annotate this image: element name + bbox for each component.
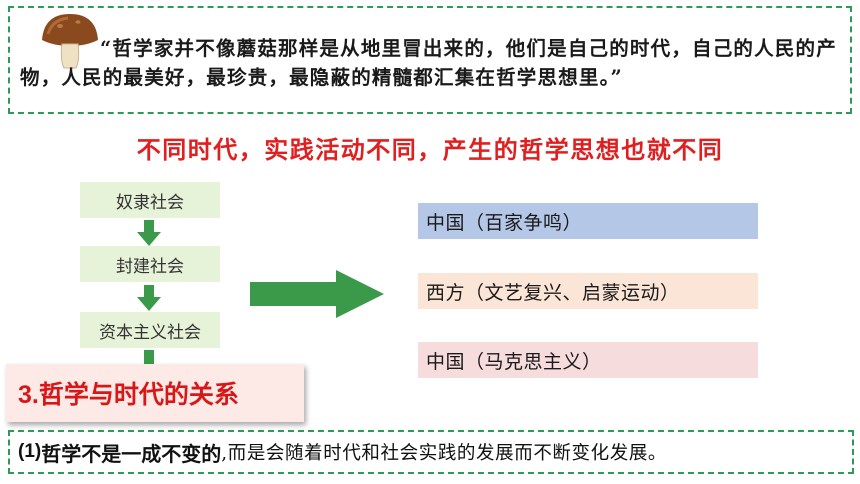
era-box-west-renaissance: 西方（文艺复兴、启蒙运动） bbox=[418, 273, 758, 309]
right-arrow-icon bbox=[250, 270, 384, 318]
quote-text: “哲学家并不像蘑菇那样是从地里冒出来的，他们是自己的时代，自己的人民的产物，人民… bbox=[20, 37, 837, 89]
era-box-china-hundred-schools: 中国（百家争鸣） bbox=[418, 203, 758, 239]
section-title: 3.哲学与时代的关系 bbox=[6, 364, 304, 422]
headline: 不同时代，实践活动不同，产生的哲学思想也就不同 bbox=[136, 135, 724, 164]
point-bold-text: 哲学不是一成不变的 bbox=[41, 443, 222, 466]
point-number: (1) bbox=[18, 441, 42, 462]
quote-box: “哲学家并不像蘑菇那样是从地里冒出来的，他们是自己的时代，自己的人民的产物，人民… bbox=[8, 6, 852, 114]
down-arrow-icon bbox=[137, 285, 161, 311]
point-box: (1) 哲学不是一成不变的 ,而是会随着时代和社会实践的发展而不断变化发展。 bbox=[8, 430, 854, 474]
society-box-feudal: 封建社会 bbox=[80, 246, 220, 282]
society-box-slavery: 奴隶社会 bbox=[80, 182, 220, 218]
point-rest-text: ,而是会随着时代和社会实践的发展而不断变化发展。 bbox=[221, 443, 668, 464]
society-box-capitalist: 资本主义社会 bbox=[80, 312, 220, 348]
down-arrow-icon bbox=[144, 350, 154, 366]
mushroom-icon bbox=[42, 14, 98, 69]
era-box-china-marxism: 中国（马克思主义） bbox=[418, 342, 758, 378]
down-arrow-icon bbox=[137, 220, 161, 246]
